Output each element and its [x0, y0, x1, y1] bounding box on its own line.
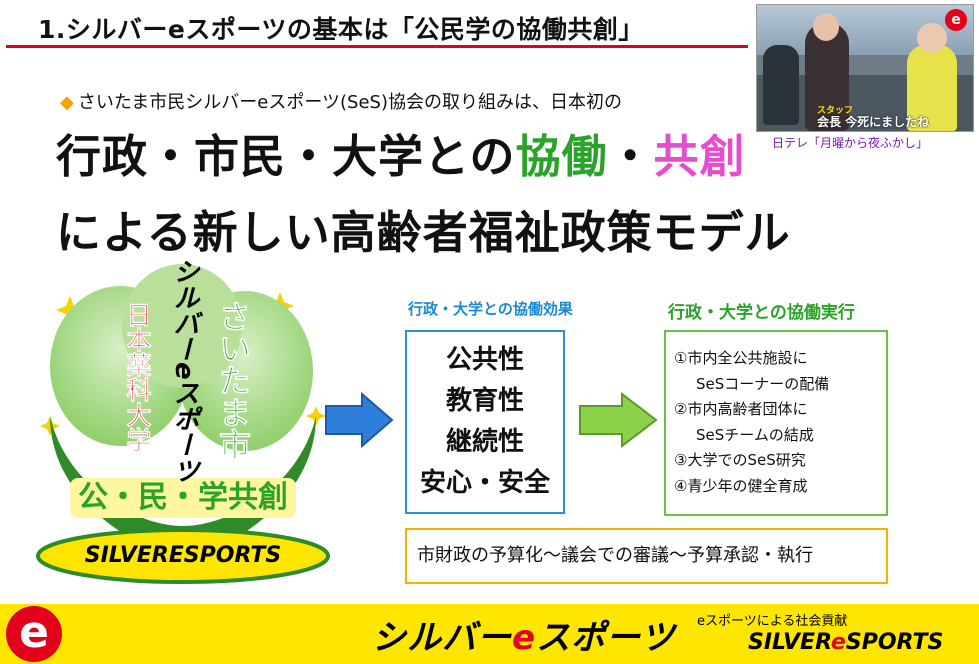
actions-box: ①市内全公共施設に SeSコーナーの配備 ②市内高齢者団体に SeSチームの結成… [664, 330, 888, 516]
photo-person-left [763, 45, 799, 125]
effects-box: 公共性 教育性 継続性 安心・安全 [405, 330, 565, 514]
e-logo-icon: e [6, 606, 62, 662]
e-logo-icon: e [945, 9, 967, 31]
action-item: ④青少年の健全育成 [674, 476, 808, 495]
collaboration-logo-graphic [36, 264, 330, 584]
footer-brand-pre: シルバー [372, 618, 512, 658]
action-item: SeSコーナーの配備 [696, 374, 830, 393]
headline-kyoso: 共創 [653, 130, 746, 183]
action-item: ②市内高齢者団体に [674, 400, 808, 418]
footer-en-e: e [830, 630, 846, 655]
logo-right-vertical: さいたま市 [214, 300, 253, 461]
logo-oval-text: SILVERESPORTS [84, 543, 282, 568]
effect-item: 継続性 [445, 427, 524, 457]
collaboration-logo: シルバーeスポーツ 日本薬科大学 さいたま市 公・民・学共創 SILVERESP… [30, 256, 336, 586]
photo-caption: 日テレ「月曜から夜ふかし」 [772, 136, 929, 150]
logo-band: 公・民・学共創 [78, 480, 288, 515]
headline-2: による新しい高齢者福祉政策モデル [56, 206, 791, 259]
action-item: ③大学でのSeS研究 [674, 451, 806, 469]
footer-banner: e シルバーeスポーツ eスポーツによる社会貢献 SILVEReSPORTS [0, 604, 979, 664]
effect-item: 教育性 [445, 386, 524, 416]
footer-subtitle: eスポーツによる社会貢献 [697, 614, 848, 629]
diamond-bullet-icon: ◆ [60, 92, 74, 113]
box2-title: 行政・大学との協働実行 [668, 303, 855, 323]
logo-left-vertical: 日本薬科大学 [123, 302, 153, 453]
title-underline [6, 45, 748, 48]
headline-dot: ・ [607, 130, 654, 183]
blue-arrow-icon [324, 391, 394, 452]
photo-overlay-small: スタッフ [817, 106, 854, 116]
footer-brand: シルバーeスポーツ [372, 610, 675, 659]
headline-kyodo: 協働 [515, 130, 608, 183]
effect-item: 安心・安全 [419, 468, 550, 498]
photo-overlay-caption: 会長 今死にましたね [817, 115, 930, 129]
action-item: SeSチームの結成 [696, 425, 814, 444]
tv-screenshot-photo: e スタッフ 会長 今死にましたね [756, 4, 974, 132]
footer-en-pre: SILVER [748, 630, 831, 655]
effect-item: 公共性 [445, 345, 524, 375]
headline-1: 行政・市民・大学との協働・共創 [56, 120, 746, 185]
action-item: ①市内全公共施設に [674, 349, 808, 367]
headline-1-text: 行政・市民・大学との [56, 130, 516, 183]
footer-en-post: SPORTS [845, 630, 944, 655]
photo-person-man-head [917, 23, 947, 53]
photo-person-man [907, 45, 957, 131]
logo-center-vertical: シルバーeスポーツ [169, 258, 199, 484]
intro-line: ◆さいたま市民シルバーeスポーツ(SeS)協会の取り組みは、日本初の [60, 88, 622, 114]
green-arrow-icon [578, 391, 658, 452]
footer-english-brand: SILVEReSPORTS [748, 630, 943, 655]
budget-process-box: 市財政の予算化～議会での審議～予算承認・執行 [405, 528, 888, 584]
photo-person-woman [805, 23, 849, 131]
photo-person-woman-head [813, 13, 839, 41]
page-title: 1.シルバーeスポーツの基本は「公民学の協働共創」 [38, 15, 644, 44]
box1-title: 行政・大学との協働効果 [408, 300, 573, 318]
intro-text: さいたま市民シルバーeスポーツ(SeS)協会の取り組みは、日本初の [77, 92, 622, 113]
footer-brand-post: スポーツ [536, 618, 676, 658]
footer-brand-e: e [512, 618, 537, 658]
